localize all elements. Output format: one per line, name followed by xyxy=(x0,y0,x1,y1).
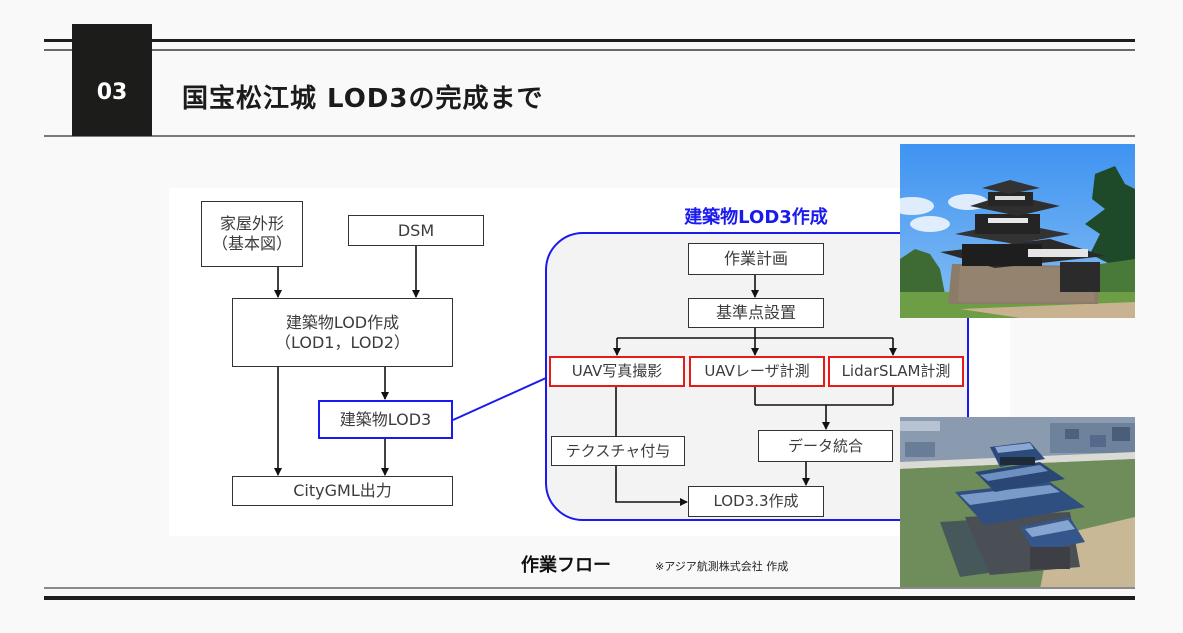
lidar-slam-label: LidarSLAM計測 xyxy=(841,362,951,381)
box-building-lod3: 建築物LOD3 xyxy=(318,400,453,439)
lod33-creation-label: LOD3.3作成 xyxy=(713,492,799,511)
box-data-integration: データ統合 xyxy=(758,430,893,462)
trees xyxy=(900,166,1135,299)
diagram-credit: ※アジア航測株式会社 作成 xyxy=(655,560,789,573)
box-uav-photo: UAV写真撮影 xyxy=(549,356,685,387)
box-uav-laser: UAVレーザ計測 xyxy=(689,356,825,387)
dsm-label: DSM xyxy=(397,220,435,240)
castle-photo-image xyxy=(900,144,1135,318)
path xyxy=(960,302,1135,318)
box-dsm: DSM xyxy=(348,215,484,246)
box-work-plan: 作業計画 xyxy=(688,243,824,275)
box-control-points: 基準点設置 xyxy=(688,298,824,328)
box-house-outline: 家屋外形 （基本図） xyxy=(201,201,303,267)
box-lod-creation: 建築物LOD作成 （LOD1，LOD2） xyxy=(232,298,453,367)
header-rule-thin xyxy=(44,49,1135,51)
castle xyxy=(940,180,1105,304)
texture-label: テクスチャ付与 xyxy=(565,441,671,460)
lod-creation-sub-label: （LOD1，LOD2） xyxy=(275,332,410,352)
box-lod33-creation: LOD3.3作成 xyxy=(688,486,824,517)
footer-rule-thick xyxy=(44,596,1135,600)
lod-creation-label: 建築物LOD作成 xyxy=(285,312,400,332)
section-number-badge: 03 xyxy=(72,24,152,136)
uav-laser-label: UAVレーザ計測 xyxy=(704,362,810,381)
castle-photo xyxy=(900,144,1135,318)
page-title: 国宝松江城 LOD3の完成まで xyxy=(182,84,544,114)
castle-model xyxy=(955,442,1085,575)
house-outline-label: 家屋外形 xyxy=(219,214,284,234)
uav-photo-label: UAV写真撮影 xyxy=(571,362,663,381)
lod3-creation-title: 建築物LOD3作成 xyxy=(684,207,828,228)
header-rule-thick xyxy=(44,39,1135,42)
section-number: 03 xyxy=(96,79,128,105)
data-integration-label: データ統合 xyxy=(787,436,863,455)
footer-rule-thin xyxy=(44,587,1135,589)
box-texture: テクスチャ付与 xyxy=(551,436,685,466)
castle-3d-model-render xyxy=(900,417,1135,589)
control-points-label: 基準点設置 xyxy=(715,303,796,323)
box-lidar-slam: LidarSLAM計測 xyxy=(828,356,964,387)
house-outline-sub-label: （基本図） xyxy=(211,234,292,253)
citygml-output-label: CityGML出力 xyxy=(293,481,392,501)
diagram-caption: 作業フロー xyxy=(521,555,611,576)
box-citygml-output: CityGML出力 xyxy=(232,476,453,506)
building-lod3-label: 建築物LOD3 xyxy=(339,409,432,429)
header-rule-bottom xyxy=(44,135,1135,137)
work-plan-label: 作業計画 xyxy=(723,249,788,269)
castle-3d-model-image xyxy=(900,417,1135,589)
